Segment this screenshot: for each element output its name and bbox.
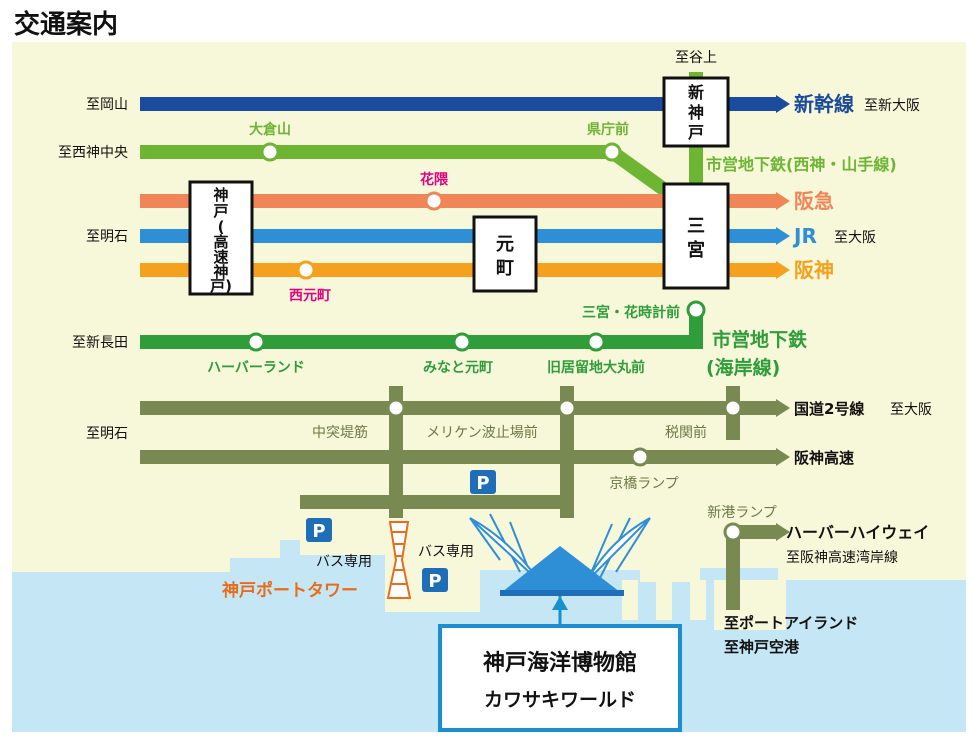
parking-icon-letter: P <box>312 521 325 542</box>
sannomiya-station-label: 三宮 <box>687 216 705 261</box>
shinkobe-station-box <box>662 76 730 148</box>
kaigan-line <box>140 310 703 349</box>
shinkansen-arrow <box>776 95 790 113</box>
sannomiya-station-box <box>662 182 730 290</box>
seishin-line-label: 市営地下鉄(西神・山手線) <box>706 155 897 174</box>
okurayama-label: 大倉山 <box>249 121 291 138</box>
okurayama-station-marker <box>260 142 280 162</box>
dest-port-island: 至ポートアイランド <box>724 614 858 632</box>
nakatottei-label: 中突堤筋 <box>312 424 368 441</box>
parking-icon <box>422 568 448 592</box>
kobe-kosoku-station-box <box>188 180 254 296</box>
motomachi-station-label: 元町 <box>496 234 514 279</box>
kobe-kosoku-station-label: 神戸(高速神戸) <box>210 186 232 295</box>
port-tower-label: 神戸ポートタワー <box>222 580 358 601</box>
kyobashi-ramp-label: 京橋ランプ <box>609 476 679 492</box>
dest-nishikanchuo: 至西神中央 <box>58 145 128 161</box>
port-tower-icon <box>386 521 412 599</box>
dest-hanshin-bay: 至阪神高速湾岸線 <box>786 549 898 566</box>
minatomotomachi-station-marker <box>452 332 472 352</box>
kenchomae-label: 県庁前 <box>587 121 629 138</box>
museum-pointer-tip <box>552 596 568 610</box>
pier-2 <box>656 580 672 620</box>
dest-okayama: 至岡山 <box>86 97 128 113</box>
motomachi-station-box <box>472 215 538 293</box>
nishimotomachi-label: 西元町 <box>289 288 331 304</box>
maritime-museum-icon <box>469 513 651 596</box>
parking-icon <box>470 470 496 494</box>
parking-icon-letter: P <box>428 571 441 592</box>
shinko-ramp-marker <box>723 522 743 542</box>
zeikanmae-label: 税関前 <box>665 424 707 441</box>
sannomiya-hanadokei-station-marker <box>686 300 706 320</box>
route2-meriken-junction <box>557 398 577 418</box>
dest-akashi-road: 至明石 <box>86 426 128 442</box>
harbor-highway-label: ハーバーハイウェイ <box>786 523 929 542</box>
bus-only-label-2: バス専用 <box>418 544 474 560</box>
minatomotomachi-label: みなと元町 <box>423 360 493 376</box>
hanshin-expressway-label: 阪神高速 <box>794 449 854 467</box>
route2-nakatottei-junction <box>386 398 406 418</box>
hankyu-arrow <box>776 192 790 210</box>
sannomiya-hanadokei-label: 三宮・花時計前 <box>582 304 680 321</box>
meriken-label: メリケン波止場前 <box>426 424 538 441</box>
pier-1 <box>622 580 638 620</box>
kyobashi-ramp-marker <box>630 447 650 467</box>
museum-name-label: 神戸海洋博物館 <box>483 650 637 676</box>
harbor-highway-arrow <box>776 523 790 541</box>
parking-icon <box>306 518 332 542</box>
kenchomae-station-marker <box>602 142 622 162</box>
hanakuma-label: 花隈 <box>420 171 449 188</box>
hanakuma-station-marker <box>424 191 444 211</box>
dest-shinnagata: 至新長田 <box>72 335 128 351</box>
museum-label-box <box>438 624 682 732</box>
dest-taniagami: 至谷上 <box>675 50 717 66</box>
shinkansen-label: 新幹線 <box>794 92 854 116</box>
dest-shinosaka: 至新大阪 <box>864 98 920 114</box>
page-title: 交通案内 <box>14 9 118 40</box>
dest-osaka-road: 至大阪 <box>890 402 932 418</box>
route2-arrow <box>776 399 790 417</box>
dest-kobe-airport: 至神戸空港 <box>724 638 800 656</box>
kaigan-line-label-2: (海岸線) <box>706 356 780 379</box>
hanshin-expressway-arrow <box>776 448 790 466</box>
kyukyoryuchi-label: 旧居留地大丸前 <box>547 359 645 376</box>
route2-label: 国道2号線 <box>794 400 864 418</box>
bus-only-label-1: バス専用 <box>316 554 372 570</box>
dest-akashi-rail: 至明石 <box>86 229 128 245</box>
hankyu-label: 阪急 <box>794 189 834 213</box>
kyukyoryuchi-station-marker <box>586 332 606 352</box>
nishimotomachi-station-marker <box>296 260 316 280</box>
hanshin-label: 阪神 <box>794 258 834 282</box>
shinko-ramp-label: 新港ランプ <box>707 505 777 521</box>
pier-3 <box>690 580 706 620</box>
jr-label: JR <box>792 224 817 248</box>
parking-icon-letter: P <box>476 473 489 494</box>
dest-osaka-jr: 至大阪 <box>834 230 876 246</box>
kaigan-line-label-1: 市営地下鉄 <box>712 328 807 351</box>
shinkobe-station-label: 新神戸 <box>688 83 704 142</box>
harborland-label: ハーバーランド <box>207 360 305 376</box>
kawasaki-world-label: カワサキワールド <box>484 689 636 711</box>
harborland-station-marker <box>246 332 266 352</box>
hanshin-arrow <box>776 261 790 279</box>
jr-arrow <box>776 227 790 245</box>
route2-zeikan-junction <box>723 398 743 418</box>
